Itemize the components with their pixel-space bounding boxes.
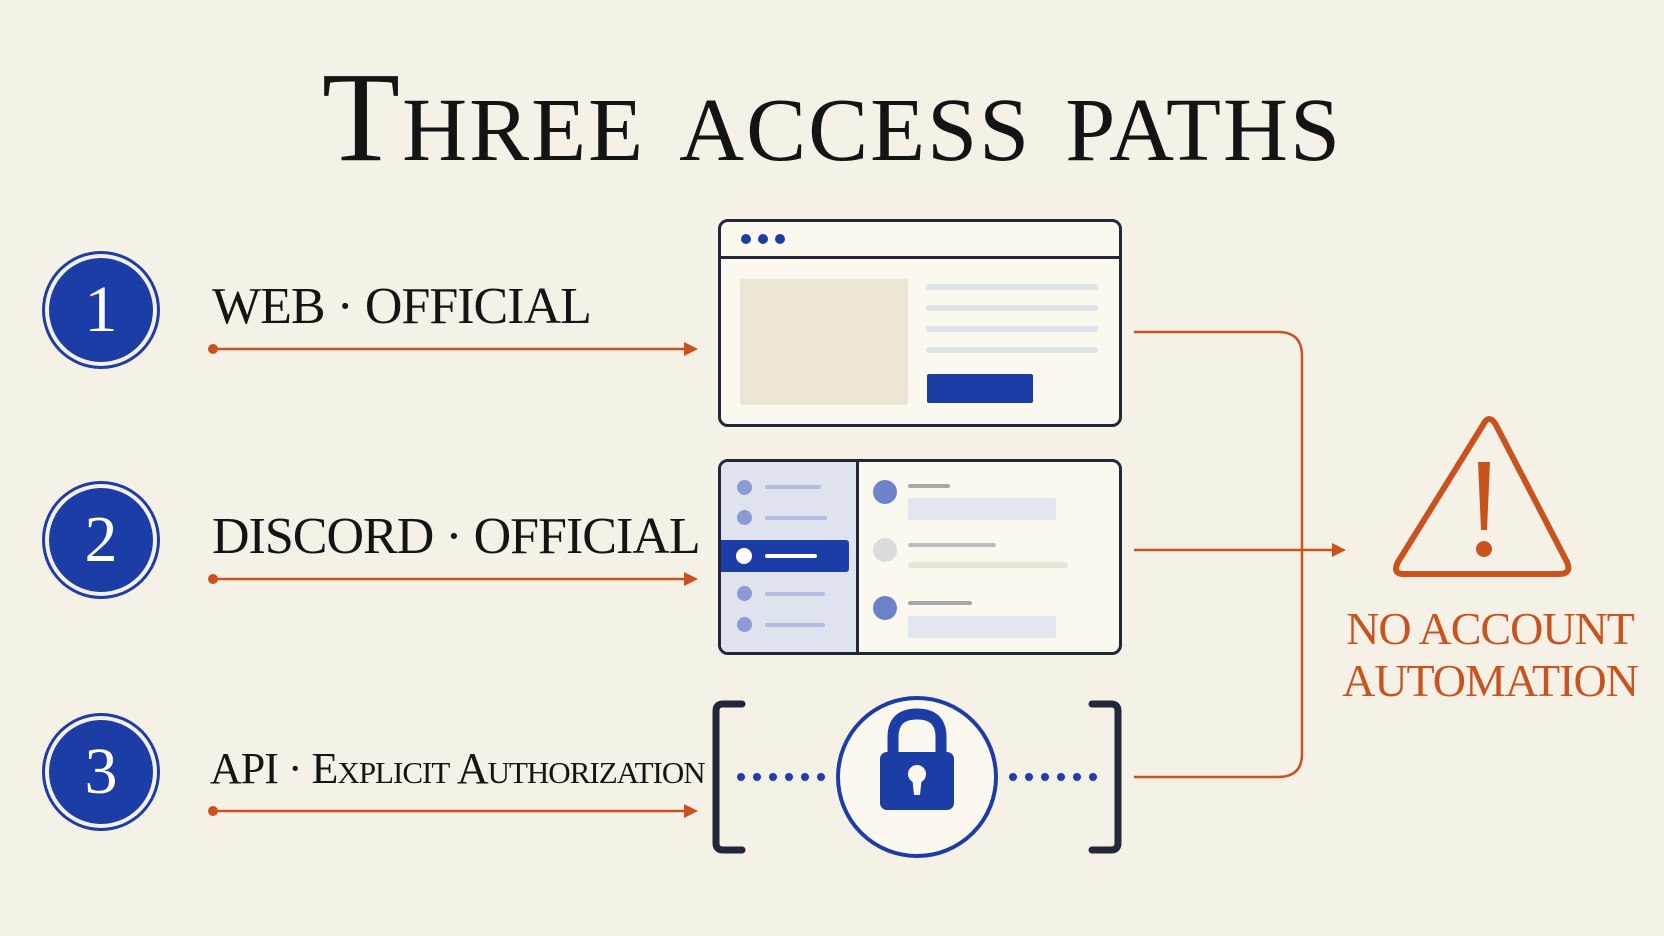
sidebar-avatar <box>737 617 752 632</box>
path-label-web: WEB · OFFICIAL <box>212 278 592 335</box>
warning-triangle-icon <box>1393 416 1572 577</box>
text-line <box>926 305 1098 311</box>
sidebar-line <box>765 592 825 596</box>
sidebar-line <box>765 516 827 520</box>
text-line <box>926 326 1098 332</box>
browser-titlebar-divider <box>721 256 1119 259</box>
cta-button-shape <box>927 374 1033 403</box>
window-dot <box>775 234 785 244</box>
sidebar-avatar <box>737 510 752 525</box>
image-placeholder <box>740 279 908 405</box>
browser-window-icon <box>718 219 1122 427</box>
message-name <box>908 543 996 547</box>
window-dot <box>741 234 751 244</box>
window-dot <box>758 234 768 244</box>
message-name <box>908 484 950 488</box>
page-title: Three access paths <box>321 46 1343 188</box>
text-line <box>926 347 1098 353</box>
message-text <box>908 562 1068 568</box>
message-avatar <box>873 538 897 562</box>
chat-app-icon <box>718 459 1122 655</box>
warning-line-1: NO ACCOUNT <box>1346 603 1635 654</box>
active-avatar <box>736 548 752 564</box>
arrow-web <box>208 342 698 356</box>
active-line <box>765 554 817 558</box>
path-label-discord: DISCORD · OFFICIAL <box>212 508 701 565</box>
step-number-3: 3 <box>49 720 153 824</box>
message-name <box>908 601 972 605</box>
sidebar-line <box>765 623 825 627</box>
message-bubble <box>908 616 1056 638</box>
path-label-api: API · Explicit Authorization <box>210 744 706 793</box>
sidebar-avatar <box>737 586 752 601</box>
message-bubble <box>908 498 1056 520</box>
warning-message: NO ACCOUNT AUTOMATION <box>1320 603 1660 707</box>
step-number-2: 2 <box>49 488 153 592</box>
step-number-1: 1 <box>49 258 153 362</box>
padlock-icon <box>712 696 1122 858</box>
merge-connector <box>1134 330 1346 779</box>
message-avatar <box>873 480 897 504</box>
arrow-discord <box>208 572 698 586</box>
warning-line-2: AUTOMATION <box>1342 655 1639 706</box>
text-line <box>926 284 1098 290</box>
sidebar-avatar <box>737 480 752 495</box>
arrow-api <box>208 804 698 818</box>
message-avatar <box>873 596 897 620</box>
sidebar-line <box>765 485 821 489</box>
